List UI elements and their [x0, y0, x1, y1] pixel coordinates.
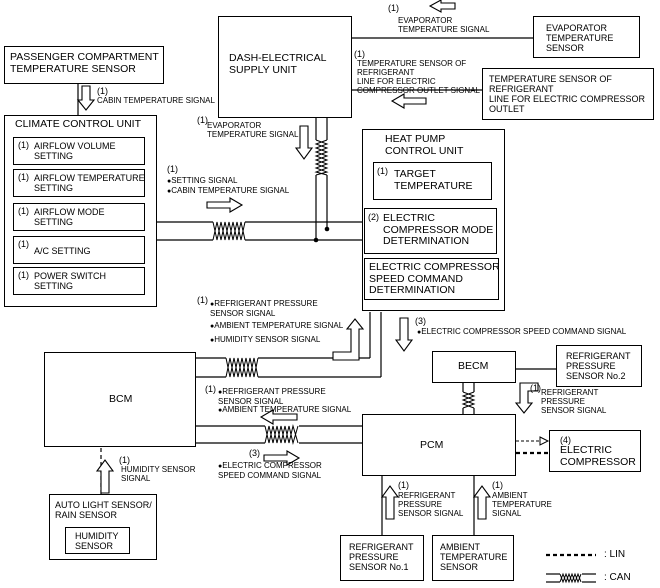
climate-item-label: POWER SWITCH SETTING: [34, 271, 106, 291]
arrow-ambient: [472, 485, 492, 520]
electric-compressor-num: (4): [560, 435, 571, 445]
hp-item-label: ELECTRIC COMPRESSOR MODE DETERMINATION: [383, 212, 494, 247]
dash-supply-label: DASH-ELECTRICAL SUPPLY UNIT: [229, 52, 327, 76]
signal-num: (1): [398, 480, 409, 490]
climate-item-label: AIRFLOW VOLUME SETTING: [34, 141, 116, 161]
signal-ambient-sensor-label: AMBIENT TEMPERATURE SIGNAL: [492, 491, 552, 518]
refrigerant-pressure-sensor-2: REFRIGERANT PRESSURE SENSOR No.2: [556, 345, 642, 387]
refrig-line-sensor-label: TEMPERATURE SENSOR OF REFRIGERANT LINE F…: [489, 74, 646, 114]
becm: BECM: [432, 351, 516, 383]
signal-num: (1): [354, 49, 365, 59]
arrow-speed-hp: [394, 317, 414, 352]
hp-item-num: (1): [377, 166, 388, 176]
climate-item: (1) AIRFLOW TEMPERATURE SETTING: [13, 169, 145, 197]
auto-light-label: AUTO LIGHT SENSOR/ RAIN SENSOR: [55, 500, 152, 520]
signal-num: (3): [415, 316, 426, 326]
arrow-refrig-p1: [380, 485, 400, 520]
legend-can-label: : CAN: [604, 572, 631, 583]
arrow-evap-top: [428, 0, 456, 13]
humidity-sensor: HUMIDITY SENSOR: [65, 527, 130, 554]
signal-num: (1): [197, 295, 208, 305]
signal-ambient-label: AMBIENT TEMPERATURE SIGNAL: [218, 405, 351, 416]
signal-evap-mid-label: EVAPORATOR TEMPERATURE SIGNAL: [207, 121, 299, 139]
signal-humidity-label: HUMIDITY SENSOR SIGNAL: [210, 335, 320, 346]
climate-item-num: (1): [18, 172, 29, 182]
hp-item-speed-command: ELECTRIC COMPRESSOR SPEED COMMAND DETERM…: [364, 258, 500, 300]
pcm: PCM: [362, 414, 516, 476]
electric-compressor-label: ELECTRIC COMPRESSOR: [560, 444, 636, 468]
hp-item-label: TARGET TEMPERATURE: [394, 168, 473, 192]
climate-item: (1) AIRFLOW MODE SETTING: [13, 203, 145, 231]
climate-item-num: (1): [18, 140, 29, 150]
climate-item-num: (1): [18, 239, 29, 249]
signal-refrig-pressure-label: REFRIGERANT PRESSURE SENSOR SIGNAL: [210, 299, 318, 318]
signal-num: (1): [97, 86, 108, 96]
climate-item-label: A/C SETTING: [34, 246, 91, 256]
refrig-line-temp-sensor: TEMPERATURE SENSOR OF REFRIGERANT LINE F…: [482, 68, 654, 120]
signal-num: (1): [492, 480, 503, 490]
signal-num: (1): [167, 164, 178, 174]
climate-item: (1) A/C SETTING: [13, 236, 145, 264]
heat-pump-title: HEAT PUMP CONTROL UNIT: [385, 133, 464, 157]
climate-control-title: CLIMATE CONTROL UNIT: [15, 118, 142, 130]
hp-item-label: ELECTRIC COMPRESSOR SPEED COMMAND DETERM…: [369, 261, 500, 296]
signal-num: (3): [249, 448, 260, 458]
signal-becm-refrig-label: REFRIGERANT PRESSURE SENSOR SIGNAL: [541, 388, 607, 415]
evaporator-temp-sensor: EVAPORATOR TEMPERATURE SENSOR: [533, 16, 640, 58]
evaporator-sensor-label: EVAPORATOR TEMPERATURE SENSOR: [546, 23, 614, 53]
signal-num: (1): [197, 115, 208, 125]
bcm-label: BCM: [109, 393, 133, 405]
arrow-setting: [206, 197, 244, 213]
signal-evap-top-label: EVAPORATOR TEMPERATURE SIGNAL: [398, 16, 490, 34]
signal-setting-label: SETTING SIGNAL: [167, 176, 237, 187]
climate-item-num: (1): [18, 270, 29, 280]
signal-ambient-label: AMBIENT TEMPERATURE SIGNAL: [210, 321, 343, 332]
signal-num: (1): [119, 455, 130, 465]
hp-item-target-temp: (1) TARGET TEMPERATURE: [373, 162, 492, 200]
signal-speed-cmd-pcm-label: ELECTRIC COMPRESSOR SPEED COMMAND SIGNAL: [218, 461, 322, 480]
hp-item-num: (2): [368, 212, 379, 222]
climate-item-label: AIRFLOW MODE SETTING: [34, 207, 105, 227]
legend-lin-label: : LIN: [604, 549, 626, 560]
electric-compressor: (4) ELECTRIC COMPRESSOR: [549, 430, 641, 472]
arrow-humidity: [95, 459, 115, 494]
signal-cabin-temp-label: CABIN TEMPERATURE SIGNAL: [97, 96, 215, 105]
signal-num: (1): [388, 3, 399, 13]
signal-humidity-sensor-label: HUMIDITY SENSOR SIGNAL: [121, 465, 196, 483]
passenger-temp-sensor: PASSENGER COMPARTMENT TEMPERATURE SENSOR: [4, 46, 164, 84]
bcm: BCM: [44, 352, 196, 447]
arrow-cabin-temp: [76, 85, 96, 111]
signal-refrig-line-label: TEMPERATURE SENSOR OF REFRIGERANT LINE F…: [357, 59, 480, 95]
arrow-refrig-line: [390, 93, 427, 109]
refrig-p2-label: REFRIGERANT PRESSURE SENSOR No.2: [566, 351, 631, 381]
becm-label: BECM: [458, 360, 489, 372]
arrow-bcm-hp: [332, 318, 365, 361]
climate-item: (1) POWER SWITCH SETTING: [13, 267, 145, 295]
refrigerant-pressure-sensor-1: REFRIGERANT PRESSURE SENSOR No.1: [340, 535, 424, 581]
signal-num: (1): [530, 383, 541, 393]
climate-item: (1) AIRFLOW VOLUME SETTING: [13, 137, 145, 165]
hp-item-compressor-mode: (2) ELECTRIC COMPRESSOR MODE DETERMINATI…: [364, 208, 497, 254]
signal-cabin-temp-label: CABIN TEMPERATURE SIGNAL: [167, 186, 289, 197]
humidity-sensor-label: HUMIDITY SENSOR: [75, 531, 119, 551]
ambient-temp-sensor: AMBIENT TEMPERATURE SENSOR: [432, 535, 514, 581]
signal-speed-cmd-hp-label: ELECTRIC COMPRESSOR SPEED COMMAND SIGNAL: [417, 327, 626, 338]
signal-num: (1): [205, 384, 216, 394]
pcm-label: PCM: [420, 439, 444, 451]
refrig-p1-label: REFRIGERANT PRESSURE SENSOR No.1: [349, 542, 414, 572]
climate-item-label: AIRFLOW TEMPERATURE SETTING: [34, 173, 145, 193]
arrow-evap-mid: [294, 125, 314, 160]
passenger-temp-sensor-label: PASSENGER COMPARTMENT TEMPERATURE SENSOR: [10, 51, 159, 75]
signal-refrig-pressure-label: REFRIGERANT PRESSURE SENSOR SIGNAL: [218, 387, 326, 406]
climate-item-num: (1): [18, 206, 29, 216]
ambient-sensor-label: AMBIENT TEMPERATURE SENSOR: [440, 542, 508, 572]
dash-supply-unit: DASH-ELECTRICAL SUPPLY UNIT: [218, 16, 352, 118]
signal-refrig-p1-label: REFRIGERANT PRESSURE SENSOR SIGNAL: [398, 491, 464, 518]
arrow-becm-refrig: [514, 382, 539, 414]
